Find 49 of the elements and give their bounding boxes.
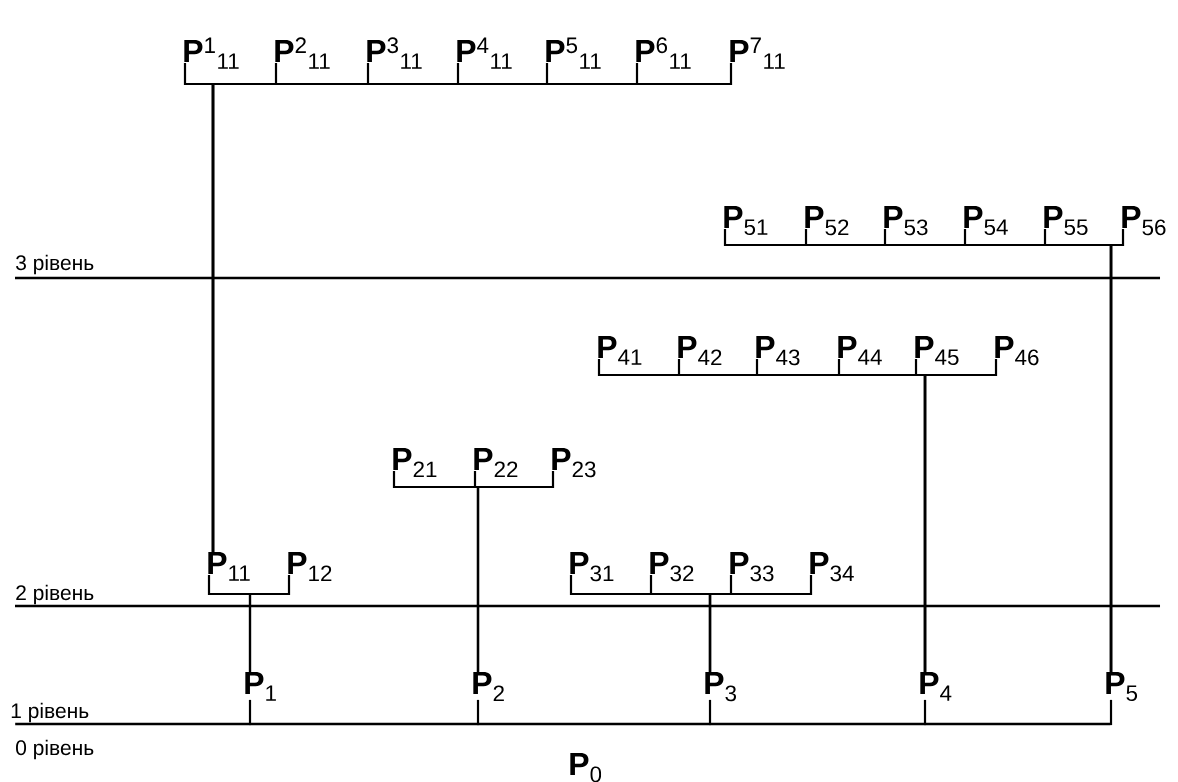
node-label: P$_{5}$ [1106,672,1138,702]
node-label: P$_{2}$ [473,672,504,702]
node-label: P$_{52}$ [805,206,849,236]
node-label: P$_{31}$ [570,552,614,582]
node-label: P$_{46}$ [995,336,1039,366]
node-label: P$_{1}$ [245,672,276,701]
tick-connector [476,699,480,726]
node-label: P$^{4}$11 [457,37,512,69]
node-label: P$_{42}$ [678,336,722,366]
node-label: P$_{21}$ [393,448,437,478]
node-label: P$^{2}$11 [275,37,330,69]
node-label: P$_{22}$ [474,448,518,478]
node-label: P$_{56}$ [1122,206,1166,236]
node-label: P$^{1}$11 [184,37,239,69]
node-label: P$_{53}$ [884,206,928,236]
node-label: P$_{0}$ [570,753,602,782]
tree-connector [248,574,291,673]
level-label: 2 рівень [16,584,94,605]
node-label: P$_{33}$ [730,552,774,582]
tick-connector [1109,699,1113,726]
tree-connector [708,574,813,673]
node-label: P$_{4}$ [920,672,952,701]
node-label: P$^{6}$11 [636,37,691,69]
tick-connector [923,699,927,726]
node-label: P$_{23}$ [552,448,596,478]
tree-connector [211,62,733,553]
node-label: P$^{7}$11 [730,37,785,69]
node-label: P$_{43}$ [756,336,800,366]
tick-connector [708,699,712,726]
node-label: P$_{44}$ [838,336,882,365]
node-label: P$^{5}$11 [546,37,601,69]
level-bar [15,722,1111,726]
node-label: P$_{54}$ [964,206,1008,236]
node-label: P$_{12}$ [288,552,332,582]
node-label: P$_{51}$ [724,206,768,236]
node-label: P$^{3}$11 [367,37,422,69]
node-label: P$_{55}$ [1044,206,1088,236]
node-label: P$_{11}$ [208,552,250,581]
node-label: P$_{3}$ [705,672,736,702]
tree-connector [923,358,998,673]
node-label: P$_{41}$ [598,336,642,365]
node-label: P$_{32}$ [650,552,694,582]
tick-connector [248,699,252,726]
tree-connector [1109,228,1125,673]
node-label: P$_{34}$ [810,552,854,582]
level-label: 1 рівень [11,702,89,723]
tree-connector [476,470,555,673]
level-label: 3 рівень [16,254,94,275]
node-label: P$_{45}$ [915,336,959,366]
